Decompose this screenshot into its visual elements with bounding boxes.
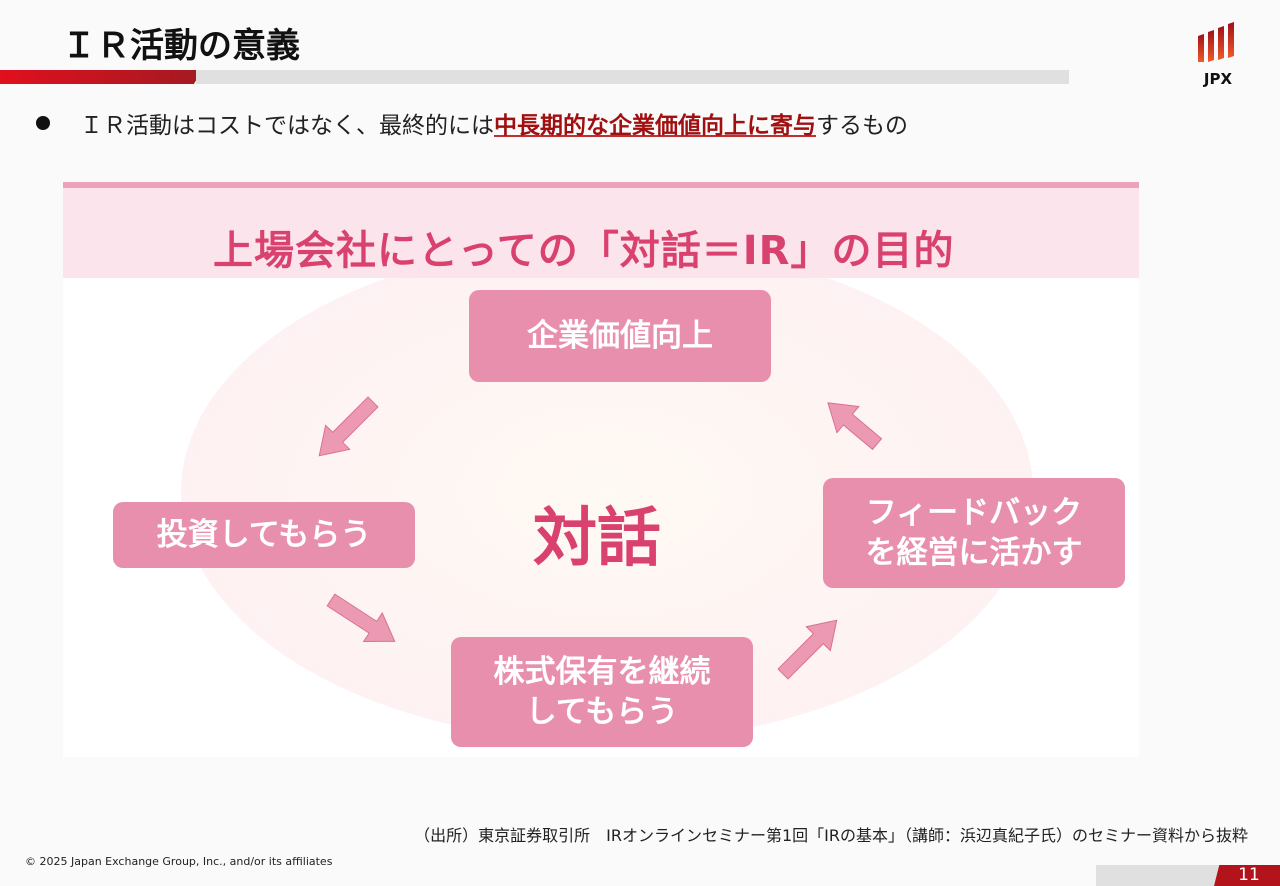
page-title: ＩＲ活動の意義 [62,26,300,66]
arrow-down-left-icon [318,396,379,457]
box-continue-holding: 株式保有を継続してもらう [451,637,753,747]
arrow-up-left-icon [827,402,883,451]
diagram-title: 上場会社にとっての「対話＝IR」の目的 [213,228,955,274]
page-number: 11 [1214,865,1280,886]
jpx-logo-icon [1198,22,1234,62]
copyright: © 2025 Japan Exchange Group, Inc., and/o… [25,855,333,868]
bullet-point: ＩＲ活動はコストではなく、最終的には中長期的な企業価値向上に寄与するもの [36,106,908,140]
arrow-down-right-icon [326,593,396,642]
box-feedback: フィードバックを経営に活かす [823,478,1125,588]
source-note: （出所）東京証券取引所 IRオンラインセミナー第1回「IRの基本」（講師：浜辺真… [414,826,1248,845]
page-bar [1096,865,1246,886]
arrow-up-right-icon [777,619,838,680]
center-dialogue: 対話 [533,502,661,576]
title-bar-accent [0,70,202,84]
diagram-panel: 上場会社にとっての「対話＝IR」の目的 企業価値向上 投資してもらう 株式保有を… [63,182,1139,757]
box-invest: 投資してもらう [113,502,415,568]
title-bar [196,70,1069,84]
highlight-text: 中長期的な企業価値向上に寄与 [494,113,816,139]
bullet-icon [36,116,50,130]
box-corporate-value: 企業価値向上 [469,290,771,382]
diagram-header: 上場会社にとっての「対話＝IR」の目的 [63,182,1139,278]
jpx-logo: JPX [1196,22,1240,88]
cycle-arrows [318,396,883,680]
